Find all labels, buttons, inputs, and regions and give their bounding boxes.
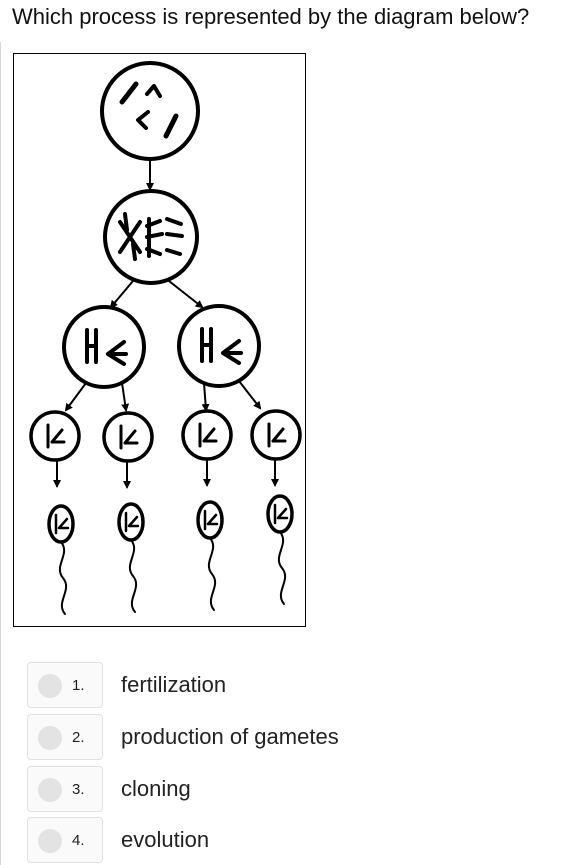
choice-number: 2.	[72, 729, 85, 746]
sperm-cell-3	[196, 500, 224, 611]
answer-choice-2[interactable]: 2. production of gametes	[27, 714, 567, 760]
answer-choice-4[interactable]: 4. evolution	[27, 817, 567, 863]
arrow	[64, 382, 87, 412]
answer-choice-3[interactable]: 3. cloning	[27, 766, 567, 812]
secondary-cell-1	[29, 410, 81, 462]
question-text: Which process is represented by the diag…	[12, 4, 530, 29]
secondary-cell-3	[181, 409, 233, 461]
arrow	[238, 380, 262, 410]
arrow	[109, 280, 134, 309]
choice-2-button[interactable]: 2.	[27, 714, 103, 760]
choice-text: cloning	[121, 776, 191, 801]
sperm-cell-4	[266, 494, 294, 605]
choice-text: fertilization	[121, 672, 227, 697]
arrow	[121, 382, 130, 412]
parent-cell	[100, 61, 200, 161]
daughter-cell-right	[177, 304, 261, 388]
choice-number: 3.	[72, 781, 85, 798]
radio-circle-icon[interactable]	[38, 778, 62, 802]
choice-4-button[interactable]: 4.	[27, 817, 103, 863]
arrow	[201, 382, 210, 412]
radio-circle-icon[interactable]	[38, 726, 62, 750]
replicated-cell	[103, 189, 199, 285]
choice-1-button[interactable]: 1.	[27, 662, 103, 708]
meiosis-diagram	[13, 53, 306, 627]
secondary-cell-4	[250, 409, 302, 461]
sperm-cell-1	[47, 504, 75, 615]
choice-3-button[interactable]: 3.	[27, 766, 103, 812]
radio-circle-icon[interactable]	[38, 829, 62, 853]
sperm-cell-2	[117, 502, 145, 613]
page-left-border	[0, 42, 1, 865]
radio-circle-icon[interactable]	[38, 674, 62, 698]
answer-choice-1[interactable]: 1. fertilization	[27, 662, 567, 708]
daughter-cell-left	[62, 305, 146, 389]
choice-text: production of gametes	[121, 724, 339, 749]
choice-number: 4.	[72, 832, 85, 849]
secondary-cell-2	[102, 411, 154, 463]
choice-text: evolution	[121, 827, 210, 852]
choice-number: 1.	[72, 677, 85, 694]
arrow	[168, 280, 204, 309]
